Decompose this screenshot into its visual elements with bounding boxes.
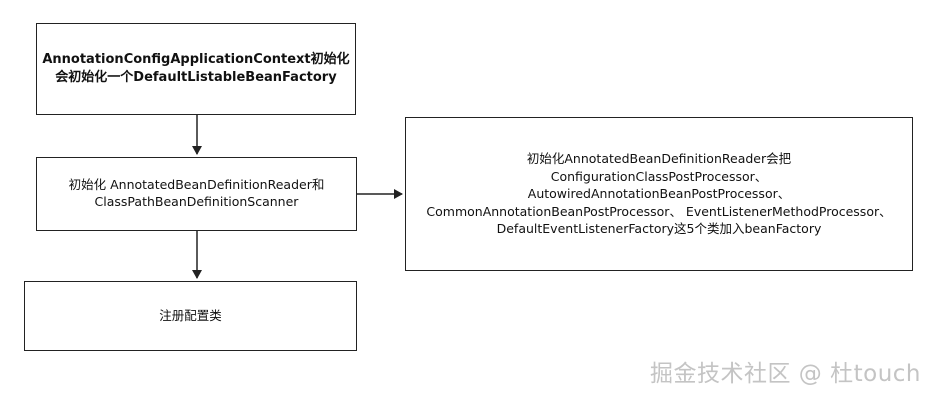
context-init-box: AnnotationConfigApplicationContext初始化 会初… (36, 23, 356, 115)
watermark: 掘金技术社区 @ 杜touch (649, 361, 921, 387)
reader-scanner-init-box: 初始化 AnnotatedBeanDefinitionReader和 Class… (36, 157, 357, 231)
reader-scanner-init-text: 初始化 AnnotatedBeanDefinitionReader和 Class… (68, 177, 325, 209)
processors-note-text: 初始化AnnotatedBeanDefinitionReader会把 Confi… (426, 151, 892, 237)
context-init-text: AnnotationConfigApplicationContext初始化 会初… (42, 52, 350, 85)
processors-note-box: 初始化AnnotatedBeanDefinitionReader会把 Confi… (405, 117, 913, 271)
register-config-text: 注册配置类 (159, 307, 222, 323)
register-config-box: 注册配置类 (24, 281, 357, 351)
